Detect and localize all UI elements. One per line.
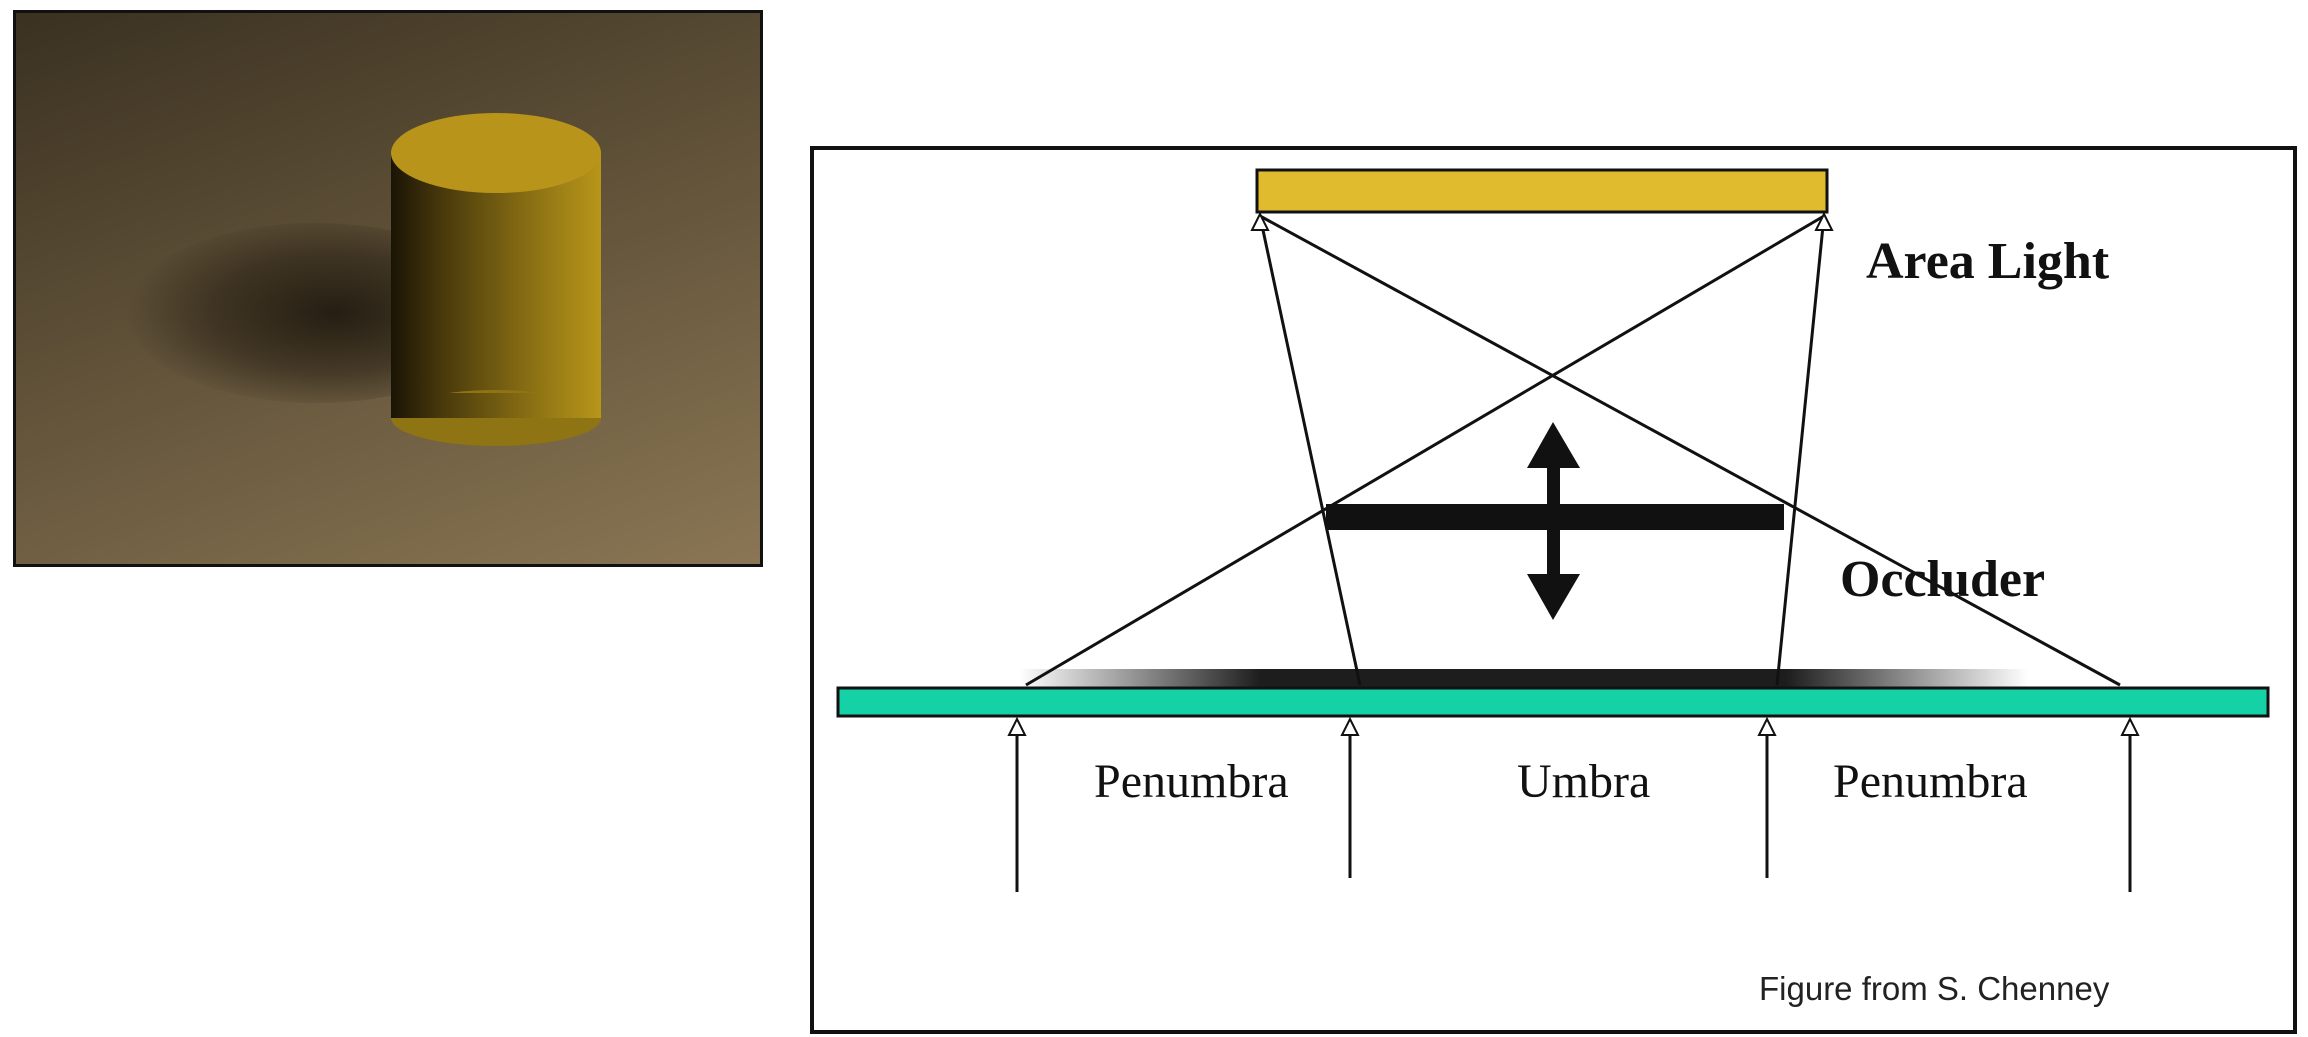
penumbra-right-label: Penumbra (1833, 755, 2028, 808)
light-rays (1025, 214, 2121, 687)
ground-plane (836, 686, 2270, 718)
occluder-label: Occluder (1840, 551, 2046, 608)
figure-credit: Figure from S. Chenney (1759, 970, 2110, 1007)
cylinder-side (391, 153, 601, 418)
cylinder-top (391, 113, 601, 193)
region-markers (1015, 728, 2132, 892)
diagram-drawing (836, 168, 2270, 892)
rendered-scene-image (13, 10, 763, 567)
area-light-label: Area Light (1866, 233, 2110, 290)
move-arrow-icon (1527, 422, 1580, 620)
marker-arrowheads (1007, 716, 2140, 736)
penumbra-left-label: Penumbra (1094, 755, 1289, 808)
soft-shadow-diagram: Area Light Occluder Penumbra Umbra Penum… (810, 146, 2297, 1034)
umbra-label: Umbra (1517, 755, 1651, 808)
ray-arrowheads (1250, 211, 1834, 231)
cylinder-render (126, 113, 601, 446)
area-light-bar (1255, 168, 1829, 214)
shadow-band (1019, 669, 2028, 691)
